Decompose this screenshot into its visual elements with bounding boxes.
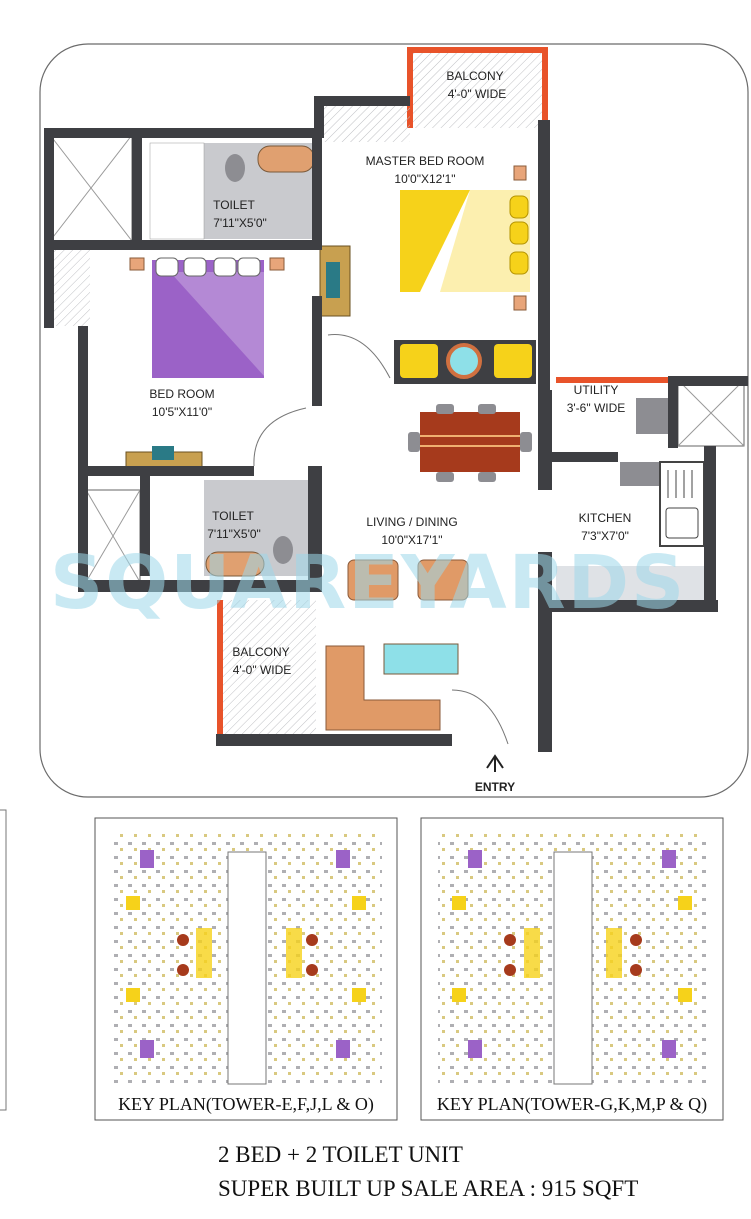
watermark: SQUAREYARDS: [50, 540, 686, 626]
duct-shafts: [49, 134, 745, 583]
toilet-top-name: TOILET: [213, 198, 255, 212]
key-plan-2: KEY PLAN(TOWER-G,K,M,P & Q): [420, 817, 724, 1121]
balcony-top-name: BALCONY: [446, 69, 503, 83]
walls: [44, 96, 748, 752]
toilet-top-size: 7'11"X5'0": [213, 216, 267, 230]
key-plan-1-caption: KEY PLAN(TOWER-E,F,J,L & O): [118, 1094, 374, 1115]
master-bedroom: [318, 98, 536, 384]
bedroom-size: 10'5"X11'0": [152, 405, 212, 419]
toilet-bottom-size: 7'11"X5'0": [207, 527, 261, 541]
living-dining-name: LIVING / DINING: [366, 515, 457, 529]
key-plan-2-caption: KEY PLAN(TOWER-G,K,M,P & Q): [437, 1094, 707, 1115]
balcony-top-size: 4'-0" WIDE: [448, 87, 507, 101]
bedroom: [50, 250, 307, 471]
toilet-top: [149, 142, 315, 240]
left-panel-edge: [0, 809, 7, 1111]
utility: [556, 377, 670, 434]
balcony-bottom: [217, 600, 316, 742]
kitchen-size: 7'3"X7'0": [581, 529, 629, 543]
unit-type-text: 2 BED + 2 TOILET UNIT: [218, 1142, 463, 1167]
entry-label: ENTRY: [475, 780, 515, 794]
balcony-bottom-size: 4'-0" WIDE: [233, 663, 292, 677]
kitchen-name: KITCHEN: [579, 511, 632, 525]
utility-size: 3'-6" WIDE: [567, 401, 626, 415]
master-bedroom-size: 10'0"X12'1": [394, 172, 455, 186]
sale-area-text: SUPER BUILT UP SALE AREA : 915 SQFT: [218, 1176, 639, 1201]
toilet-bottom: [204, 480, 312, 577]
balcony-top: [407, 47, 548, 128]
toilet-bottom-name: TOILET: [212, 509, 254, 523]
key-plan-1: KEY PLAN(TOWER-E,F,J,L & O): [94, 817, 398, 1121]
utility-name: UTILITY: [574, 383, 619, 397]
master-bedroom-name: MASTER BED ROOM: [366, 154, 485, 168]
balcony-bottom-name: BALCONY: [232, 645, 289, 659]
room-labels: BALCONY 4'-0" WIDE MASTER BED ROOM 10'0"…: [149, 69, 631, 677]
living-dining: [325, 404, 532, 745]
living-dining-size: 10'0"X17'1": [381, 533, 442, 547]
entry-marker: ENTRY: [475, 754, 515, 794]
bedroom-name: BED ROOM: [149, 387, 214, 401]
